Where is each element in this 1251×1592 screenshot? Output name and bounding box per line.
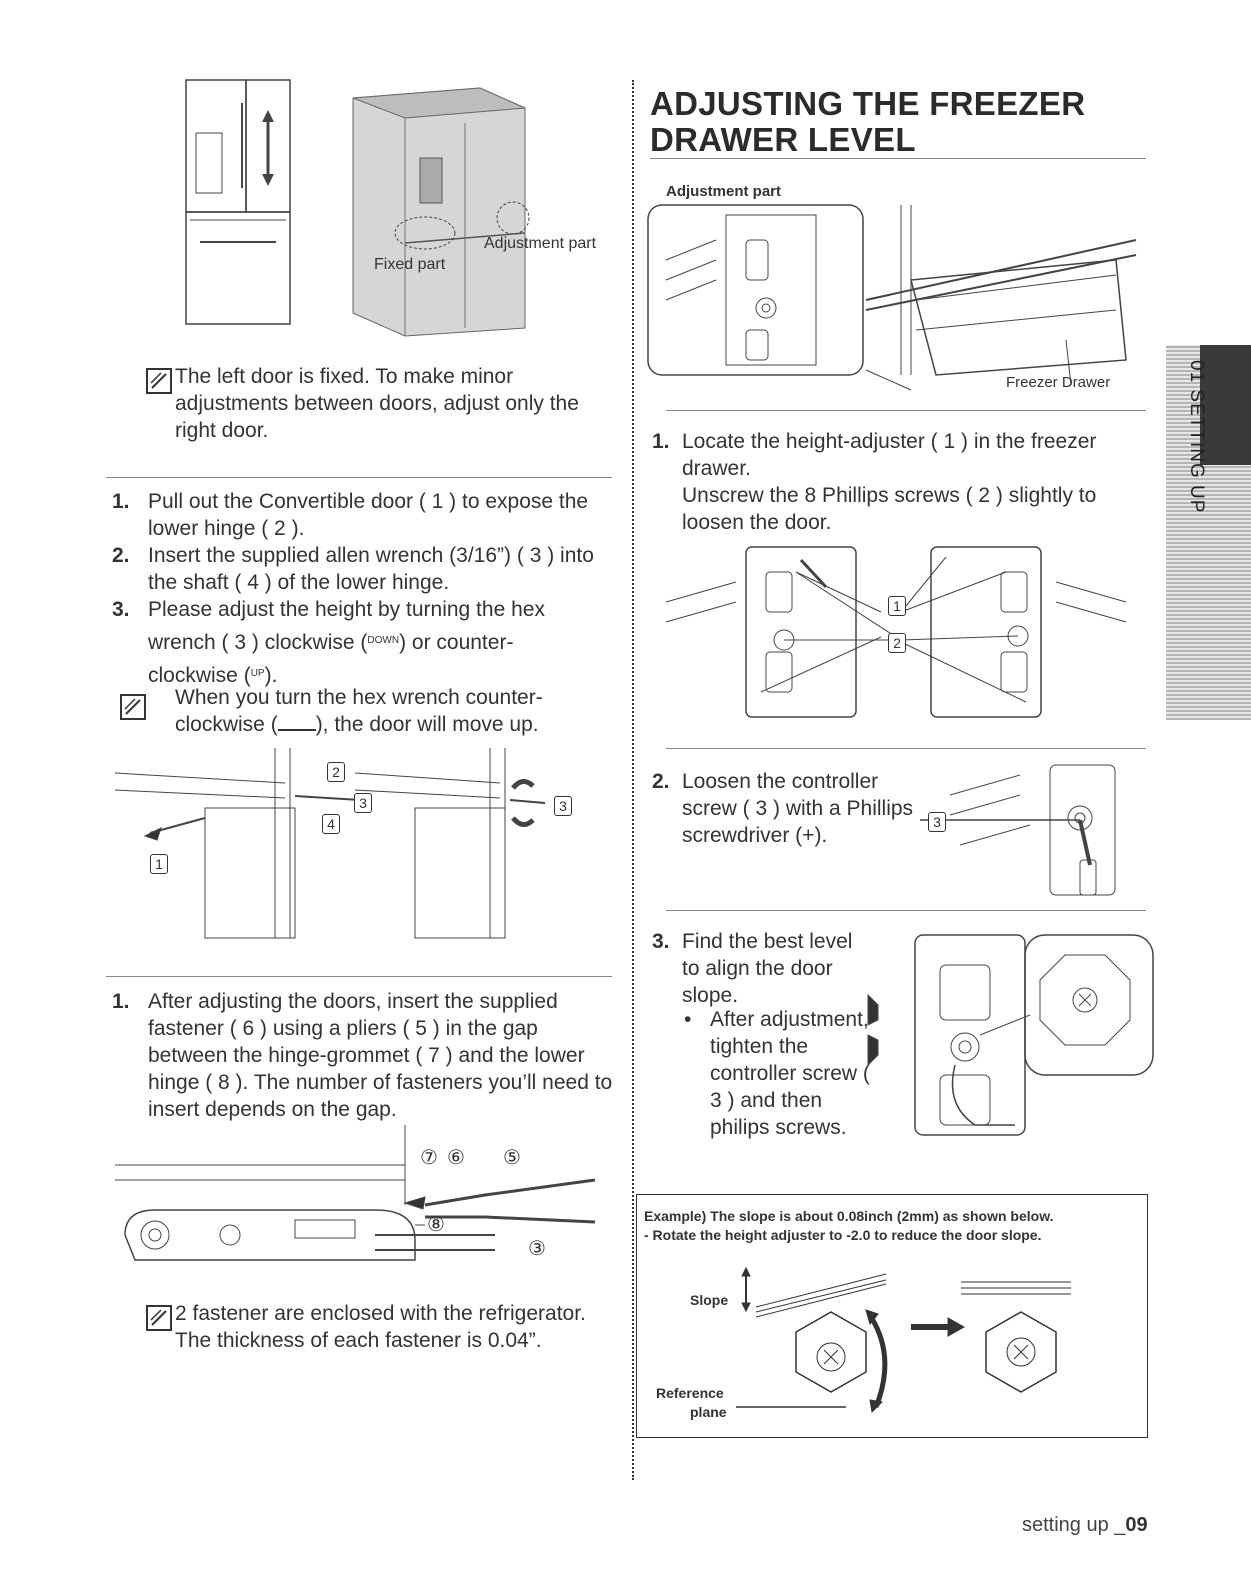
callout-r3: 3: [928, 812, 946, 832]
step-r-3: 3. Find the best level to align the door…: [652, 930, 853, 1007]
callout-3c: ③: [528, 1238, 546, 1260]
controller-screw-diagram: [920, 764, 1116, 896]
note-icon: [146, 368, 172, 394]
step-r-2: 2. Loosen the controller screw ( 3 ) wit…: [652, 770, 914, 847]
fixed-part-label: Fixed part: [374, 256, 446, 273]
side-tab-marker: [1200, 345, 1251, 465]
callout-5: ⑤: [503, 1147, 521, 1169]
step-a-3: 3. Please adjust the height by turning t…: [112, 598, 545, 687]
step-a-1: 1. Pull out the Convertible door ( 1 ) t…: [112, 490, 589, 540]
pliers-diagram: [115, 1125, 596, 1261]
freezer-drawer-label: Freezer Drawer: [1006, 374, 1111, 391]
callout-3b: 3: [554, 796, 572, 816]
section-rule: [666, 410, 1146, 411]
callout-6: ⑥: [447, 1147, 465, 1169]
step-r-3-bullet: • After adjustment, tighten the controll…: [684, 1008, 870, 1139]
section-rule: [106, 477, 612, 478]
example-box: [636, 1194, 1148, 1438]
callout-2: 2: [327, 762, 345, 782]
section-rule: [666, 748, 1146, 749]
callout-4: 4: [322, 814, 340, 834]
page-footer: setting up _09: [1022, 1514, 1148, 1536]
example-line1: Example) The slope is about 0.08inch (2m…: [644, 1208, 1054, 1224]
section-rule: [666, 910, 1146, 911]
example-line2: - Rotate the height adjuster to -2.0 to …: [644, 1227, 1042, 1243]
note-hex-wrench: When you turn the hex wrench counter- cl…: [175, 686, 543, 736]
adjustment-part-label: Adjustment part: [484, 235, 597, 252]
height-adjuster-diagram: [867, 934, 1154, 1136]
note-fasteners: 2 fastener are enclosed with the refrige…: [175, 1302, 586, 1352]
note-icon: [146, 1305, 172, 1331]
hinge-diagram: [115, 748, 546, 939]
section-rule: [106, 976, 612, 977]
column-divider: [632, 80, 634, 1480]
title-rule: [650, 158, 1146, 159]
adjustment-part-caption: Adjustment part: [666, 183, 782, 200]
callout-8: ⑧: [427, 1214, 445, 1236]
callout-3: 3: [354, 793, 372, 813]
reference-label: Reference: [656, 1385, 724, 1401]
callout-7: ⑦: [420, 1147, 438, 1169]
freezer-drawer-diagram: [647, 204, 1137, 391]
callout-1: 1: [150, 854, 168, 874]
side-tab-label: 01 SETTING UP: [1186, 360, 1207, 514]
step-r-1: 1. Locate the height-adjuster ( 1 ) in t…: [652, 430, 1097, 534]
slope-example-diagram: [736, 1266, 1071, 1414]
plane-label: plane: [690, 1404, 727, 1420]
page-title: ADJUSTING THE FREEZER DRAWER LEVEL: [650, 85, 1086, 158]
fridge-diagram: [185, 79, 530, 337]
note-icon: [120, 694, 146, 720]
callout-r1: 1: [888, 596, 906, 616]
slope-label: Slope: [690, 1292, 729, 1308]
screws-diagram: [665, 546, 1127, 718]
callout-r2: 2: [888, 633, 906, 653]
note-left-door: The left door is fixed. To make minor ad…: [175, 365, 579, 442]
step-b-1: 1. After adjusting the doors, insert the…: [112, 990, 613, 1121]
step-a-2: 2. Insert the supplied allen wrench (3/1…: [112, 544, 594, 594]
